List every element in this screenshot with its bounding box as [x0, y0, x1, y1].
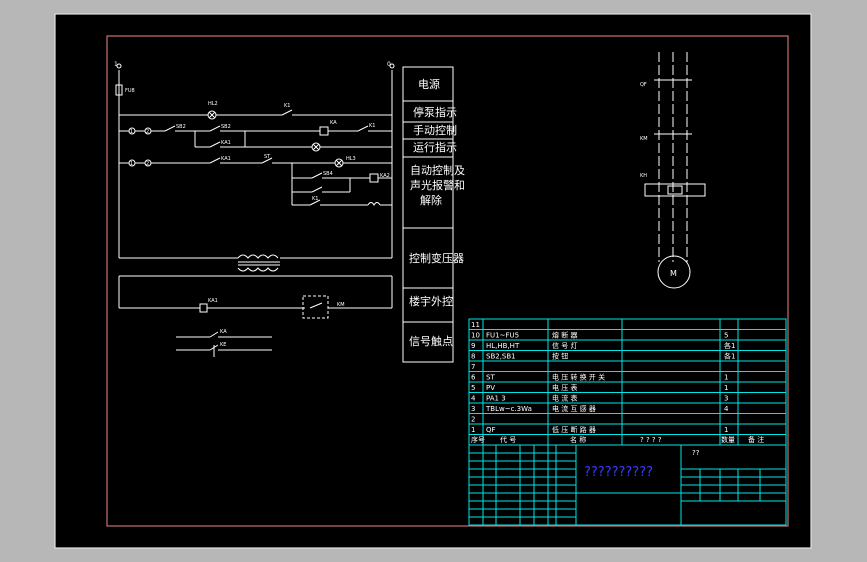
remote-contact-box	[302, 295, 329, 319]
bom-cell-name: 低 压 断 路 器	[552, 425, 596, 434]
bom-header-code: 代 号	[500, 435, 516, 444]
drawing-sheet	[54, 13, 812, 549]
function-panel: 电源 停泵指示 手动控制 运行指示 自动控制及 声光报警和 解除 控制变压器 楼…	[402, 66, 465, 363]
transformer-primary-icon	[237, 254, 279, 259]
bom-cell-code: SB2,SB1	[486, 353, 516, 361]
node-label-0: 0	[387, 61, 391, 68]
label-bottom-ka: KA1	[208, 298, 218, 304]
label-sb4: SB4	[323, 171, 333, 177]
bom-cell-name: 电 流 表	[552, 394, 577, 403]
bom-cell-no: 5	[471, 384, 475, 392]
drawing-title: ??????????	[584, 465, 653, 480]
bom-cell-no: 11	[471, 321, 480, 329]
label-sig2: KE	[220, 342, 226, 348]
label-hl3: HL3	[346, 156, 356, 162]
label-ka-run: KA1	[221, 156, 231, 162]
panel-transformer: 控制变压器	[409, 251, 464, 265]
panel-auto-2: 声光报警和	[410, 178, 465, 192]
panel-signal-contacts: 信号触点	[409, 334, 453, 348]
bom-cell-no: 7	[471, 363, 475, 371]
bom-cell-qty: 各1	[724, 341, 735, 350]
label-motor: M	[670, 269, 677, 278]
bom-cell-qty: 1	[724, 374, 728, 382]
bom-cell-code: ST	[486, 374, 495, 382]
label-km: KM	[640, 136, 648, 142]
bom-cell-no: 8	[471, 353, 475, 361]
control-circuit: 1 0 FU8 HL2 K1 1 2 SB2 SB2 KA K1	[114, 61, 395, 357]
bom-cell-code: HL,HB,HT	[486, 342, 520, 350]
label-k-right: K1	[369, 123, 375, 129]
bom-cell-name: 信 号 灯	[552, 341, 577, 350]
terminal-label-2: 2	[146, 129, 149, 135]
inner-frame	[106, 35, 789, 527]
panel-stop-indicator: 停泵指示	[413, 105, 457, 119]
bom-cell-no: 6	[471, 374, 476, 382]
bom-cell-qty: 4	[724, 405, 729, 413]
bom-cell-no: 1	[471, 426, 475, 434]
panel-auto-1: 自动控制及	[410, 163, 465, 177]
label-kh: KH	[640, 173, 647, 179]
terminal-label-1: 1	[130, 129, 133, 135]
bom-cell-code: TBLw~c.3Wa	[485, 405, 532, 413]
bom-header-spec: ? ? ? ?	[640, 436, 662, 444]
bom-cell-name: 电 流 互 感 器	[552, 404, 596, 413]
bom-cell-name: 熔 断 器	[552, 331, 577, 340]
bom-cell-code: QF	[486, 426, 496, 434]
bom-cell-code: FU1~FU5	[486, 332, 519, 340]
panel-building-control: 楼宇外控	[409, 294, 453, 308]
label-k-auto: K1	[312, 196, 318, 202]
panel-manual-control: 手动控制	[413, 123, 457, 137]
bom-header-no: 序号	[471, 435, 485, 444]
bom-cell-qty: 1	[724, 426, 728, 434]
label-k-top: K1	[284, 103, 290, 109]
terminal-label-4: 2	[146, 161, 149, 167]
bom-cell-qty: 各1	[724, 352, 735, 361]
bom-cell-name: 电 压 转 换 开 关	[552, 373, 605, 382]
bom-cell-name: 电 压 表	[552, 383, 577, 392]
transformer-secondary-icon	[237, 267, 279, 272]
panel-run-indicator: 运行指示	[413, 140, 457, 154]
label-ka2: KA2	[380, 173, 390, 179]
bom-cell-name: 按 钮	[552, 352, 568, 361]
bom-cell-no: 3	[471, 405, 475, 413]
label-qf: QF	[640, 82, 647, 88]
node-label-1: 1	[114, 61, 118, 68]
bom-header-qty: 数量	[721, 435, 735, 444]
bom-cell-no: 10	[471, 332, 480, 340]
label-ka-coil: KA	[330, 120, 337, 126]
bom-cell-qty: 5	[724, 332, 728, 340]
thermal-relay-kh	[644, 183, 706, 197]
bom-cell-qty: 1	[724, 384, 728, 392]
bom-cell-qty: 3	[724, 395, 728, 403]
fuse-symbol	[115, 84, 123, 96]
bom-cell-no: 9	[471, 342, 475, 350]
bom-cell-no: 4	[471, 395, 476, 403]
bom-header-name: 名 称	[570, 435, 586, 444]
label-sb1: SB2	[176, 124, 186, 130]
buzzer-icon	[367, 202, 381, 206]
panel-auto-3: 解除	[420, 193, 442, 207]
label-st: ST	[264, 154, 271, 160]
label-bottom-km: KM	[337, 302, 345, 308]
label-ka-par: KA1	[221, 140, 231, 146]
label-hl2: HL2	[208, 101, 218, 107]
bom-cell-code: PA1 3	[486, 395, 506, 403]
terminal-label-3: 1	[130, 161, 133, 167]
bom-cell-no: 2	[471, 416, 475, 424]
main-circuit: QF KM KH M	[640, 52, 706, 289]
panel-power: 电源	[418, 77, 440, 91]
label-sb2: SB2	[221, 124, 231, 130]
bom-cell-code: PV	[486, 384, 495, 392]
title-block: ?????????? ??	[468, 444, 787, 526]
fuse-label: FU8	[125, 88, 135, 94]
label-sig1: KA	[220, 329, 227, 335]
motor-icon	[657, 255, 691, 289]
title-mark: ??	[692, 449, 700, 457]
bom-header-note: 备 注	[748, 435, 764, 444]
